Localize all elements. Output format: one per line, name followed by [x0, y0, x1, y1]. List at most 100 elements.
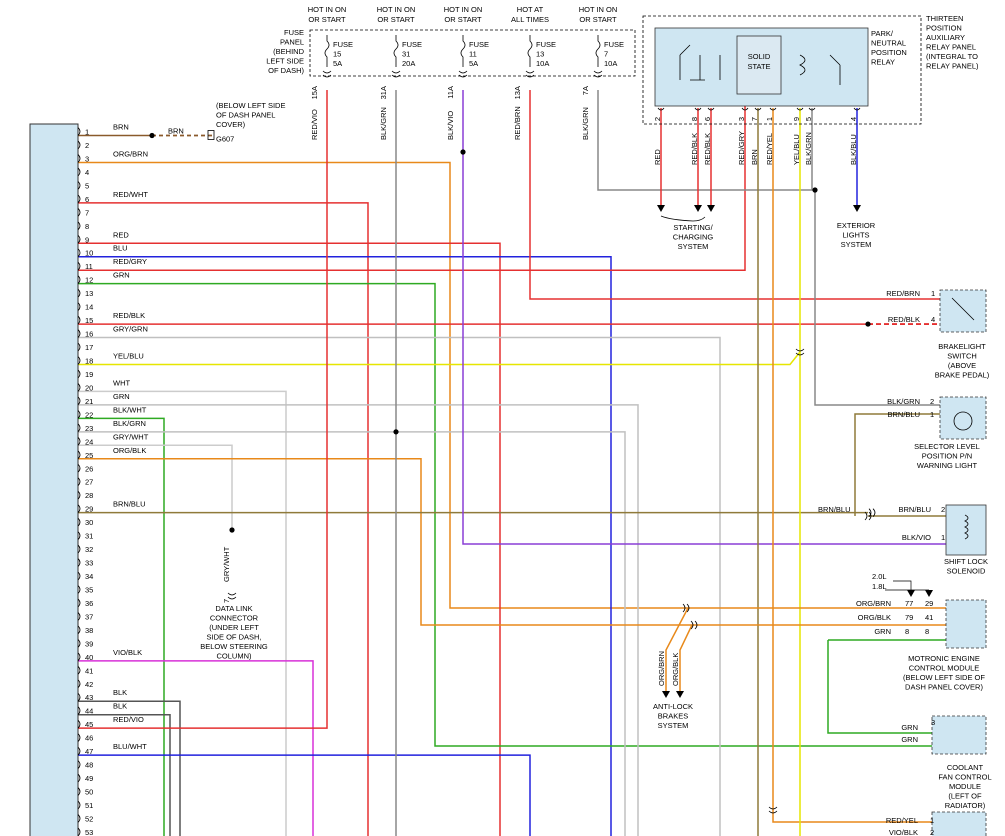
selector-warning-light — [939, 396, 987, 440]
relay-panel-label: RELAY PANEL — [926, 43, 976, 52]
pin-number: 1 — [931, 289, 935, 298]
wire-label: GRY/WHT — [113, 432, 149, 441]
pin-tab-icon — [77, 194, 81, 204]
relay-pin-icon — [853, 107, 861, 111]
wire-label: BLU/WHT — [113, 742, 147, 751]
fuse-hot-label: HOT IN ON — [308, 5, 347, 14]
component-label: POSITION P/N — [922, 452, 972, 461]
pin-number: 46 — [85, 734, 93, 743]
pin-number: 28 — [85, 491, 93, 500]
component-label: DATA LINK — [215, 604, 252, 613]
pin-number: 8 — [925, 627, 929, 636]
pin-number: 29 — [925, 599, 933, 608]
fuse-panel-label: PANEL — [280, 38, 304, 47]
fuse-icon — [595, 35, 601, 67]
fuse-wire-label: BLK/GRN — [581, 107, 590, 140]
fuse-hot-label: HOT AT — [517, 5, 544, 14]
pin-number: 27 — [85, 478, 93, 487]
relay-pin-number: 1 — [765, 117, 774, 121]
bracket-icon — [885, 580, 929, 591]
fuse-hot-label: HOT IN ON — [444, 5, 483, 14]
wire-label: GRN — [113, 271, 130, 280]
component-label: (BELOW LEFT SIDE OF — [903, 673, 985, 682]
splice-dot — [229, 527, 235, 533]
fuse-hot-label: HOT IN ON — [377, 5, 416, 14]
components-layer — [29, 15, 987, 836]
pin-tab-icon — [77, 234, 81, 244]
engine-label: 2.0L — [872, 572, 887, 581]
wire-label: ORG/BLK — [858, 613, 891, 622]
component-label: DASH PANEL COVER) — [905, 683, 983, 692]
component-label: MODULE — [949, 782, 981, 791]
fuse-label: 20A — [402, 59, 415, 68]
splice-dot — [393, 429, 399, 435]
solid-state-box — [736, 35, 782, 95]
pin-tab-icon — [77, 410, 81, 419]
pin-number: 1 — [941, 533, 945, 542]
relay-panel-label: RELAY PANEL) — [926, 62, 979, 71]
relay-pin-number: 5 — [804, 117, 813, 121]
wire-label: RED/BLK — [888, 315, 920, 324]
wire-label: BLK/WHT — [113, 405, 147, 414]
pin-number: 10 — [85, 249, 93, 258]
wire-label: ORG/BLK — [113, 446, 146, 455]
text-layer: 1BRN23ORG/BRN456RED/WHT789RED10BLU11RED/… — [85, 5, 992, 836]
wire-label: ORG/BLK — [671, 653, 680, 686]
component-label: SYSTEM — [658, 721, 689, 730]
connector-break-icon — [864, 511, 872, 521]
pin-number: 8 — [85, 222, 89, 231]
pin-tab-icon — [77, 342, 81, 352]
fuse-label: 15 — [333, 50, 341, 59]
wire-label: RED/WHT — [113, 190, 148, 199]
ground-note: OF DASH PANEL — [216, 111, 275, 120]
wire-org-brn — [78, 161, 688, 609]
pin-number: 24 — [85, 437, 93, 446]
connector-break-icon — [690, 620, 698, 630]
pin-number: 50 — [85, 788, 93, 797]
pin-number: 3 — [85, 154, 89, 163]
fuse-label: 5A — [469, 59, 478, 68]
wire-red-gry — [78, 104, 746, 271]
wire-gry-grn — [78, 336, 721, 836]
pin-number: 9 — [85, 235, 89, 244]
pin-tab-icon — [77, 504, 81, 513]
fuse-label: 10A — [604, 59, 617, 68]
fuse-icon — [324, 35, 330, 67]
pin-number: 2 — [930, 397, 934, 406]
pin-tab-icon — [77, 490, 81, 500]
component-label: MOTRONIC ENGINE — [908, 654, 980, 663]
pin-number: 11 — [85, 262, 93, 271]
pin-tab-icon — [77, 261, 81, 271]
pin-number: 79 — [905, 613, 913, 622]
arrow-icon — [676, 691, 684, 698]
wire-label: RED/GRY — [113, 257, 147, 266]
arrow-icon — [694, 205, 702, 212]
arrow-icon — [662, 691, 670, 698]
connector-break-icon — [795, 348, 805, 356]
component-label: WARNING LIGHT — [917, 461, 978, 470]
component-label: BRAKES — [658, 712, 688, 721]
fuse-label: FUSE — [402, 40, 422, 49]
pin-tab-icon — [77, 208, 81, 217]
wire-blk-44 — [78, 713, 171, 836]
fuse-label: 5A — [333, 59, 342, 68]
connector-break-icon — [768, 806, 778, 814]
relay-panel-label: POSITION — [926, 24, 962, 33]
relay-panel-label: THIRTEEN — [926, 14, 963, 23]
wire-label: GRN — [874, 627, 891, 636]
wire-label: BRN — [168, 127, 184, 136]
pin-number: 4 — [931, 315, 935, 324]
pin-number: 2 — [85, 141, 89, 150]
pin-tab-icon — [77, 585, 81, 594]
wire-blk-wht — [78, 417, 165, 836]
brakelight-switch — [939, 289, 987, 333]
relay-panel-label: AUXILIARY — [926, 33, 965, 42]
pin-number: 41 — [85, 666, 93, 675]
splice-dot — [865, 321, 871, 327]
fuse-hot-label: OR START — [444, 15, 482, 24]
component-label: (ABOVE — [948, 361, 976, 370]
pin-number: 14 — [85, 303, 93, 312]
system-label: CHARGING — [673, 233, 714, 242]
wire-label: YEL/BLU — [113, 351, 144, 360]
